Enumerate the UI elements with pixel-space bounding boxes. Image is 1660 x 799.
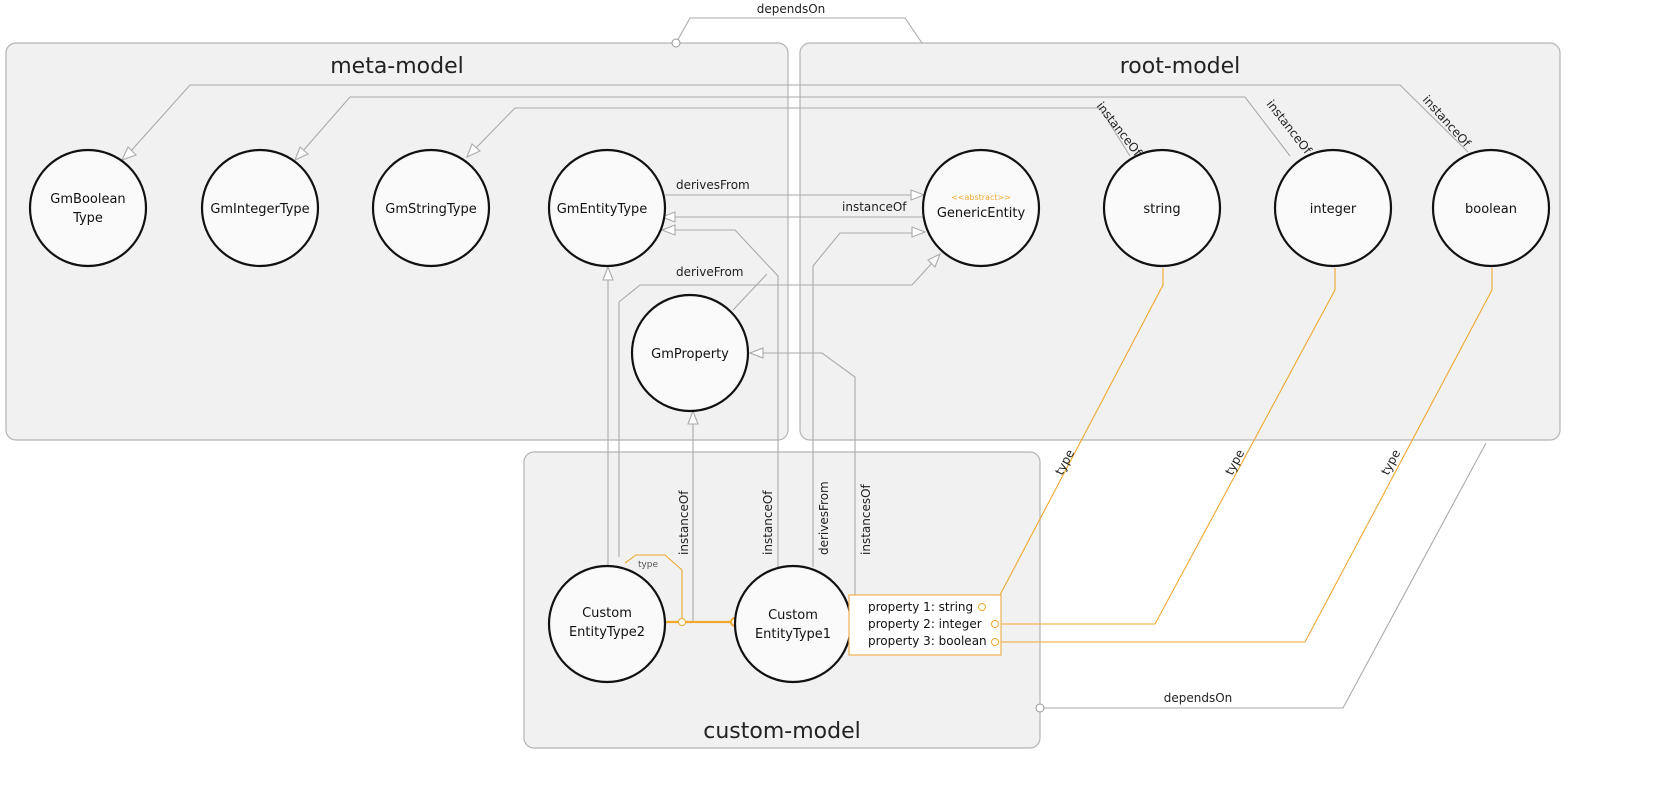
cet1-instance-of-edge [675,229,779,567]
gmproperty-link-edge [732,273,768,311]
custom-model-title: custom-model [703,719,860,744]
arrowhead [602,265,614,281]
node-gm-integer-type[interactable]: GmIntegerType [200,148,320,268]
root-model-title: root-model [1120,54,1241,79]
arrowhead [294,146,310,162]
node-custom-entity-type2[interactable]: Custom EntityType2 [547,564,667,684]
cet1-derives-from-label: derivesFrom [817,481,831,555]
svg-text:Type: Type [72,211,103,226]
node-gm-entity-type[interactable]: GmEntityType [547,148,667,268]
depends-on-bottom-edge [1044,442,1487,709]
abstract-stereotype: <<abstract>> [951,193,1011,202]
cet2-instance-of-label: instanceOf [677,490,691,555]
property-row: property 2: integer [868,617,982,631]
arrowhead [120,146,138,161]
node-gm-property[interactable]: GmProperty [630,293,750,413]
type-anchor [978,603,986,611]
svg-text:EntityType2: EntityType2 [569,625,645,640]
arrowhead [911,226,927,238]
depends-on-top-label: dependsOn [757,2,826,16]
svg-text:string: string [1143,202,1180,217]
cet1-derives-from-edge [812,232,912,567]
property-box[interactable]: property 1: string property 2: integer p… [848,594,1002,656]
arrowhead [660,211,676,223]
instances-of-edge [762,352,856,596]
integer-instance-of-edge [301,96,1291,157]
node-generic-entity[interactable]: <<abstract>> GenericEntity [921,148,1041,268]
svg-text:GmEntityType: GmEntityType [557,202,648,217]
arrowhead [687,409,699,425]
type-self-label: type [638,560,659,570]
cet1-instance-of-label: instanceOf [761,490,775,555]
type-anchor [678,618,686,626]
arrowhead [466,143,482,159]
derives-from-label: derivesFrom [676,178,750,192]
property-row: property 3: boolean [868,634,987,648]
svg-text:GmIntegerType: GmIntegerType [210,202,309,217]
type-self-edge [624,554,683,618]
svg-text:GenericEntity: GenericEntity [937,206,1026,221]
depends-on-bottom-label: dependsOn [1164,691,1233,705]
string-instance-of-edge [473,107,1131,157]
node-string[interactable]: string [1102,148,1222,268]
svg-text:Custom: Custom [768,608,818,623]
svg-text:EntityType1: EntityType1 [755,627,831,642]
node-gm-boolean-type[interactable]: GmBoolean Type [28,148,148,268]
svg-text:GmBoolean: GmBoolean [50,192,125,207]
arrowhead [748,347,764,359]
svg-text:boolean: boolean [1465,202,1517,217]
type-boolean-edge [999,268,1493,643]
instance-of-label: instanceOf [842,200,907,214]
type-integer-edge [999,268,1336,625]
type-anchor [991,638,999,646]
arrowhead [910,189,926,201]
depends-on-top-edge [675,17,923,44]
arrowhead [927,252,942,268]
node-integer[interactable]: integer [1273,148,1393,268]
node-custom-entity-type1[interactable]: Custom EntityType1 [733,564,853,684]
type-boolean-label: type [1378,447,1403,477]
depends-on-top-anchor [671,38,681,48]
svg-text:GmStringType: GmStringType [385,202,476,217]
type-anchor [991,620,999,628]
svg-text:integer: integer [1310,202,1357,217]
type-string-label: type [1052,447,1077,477]
instances-of-label: instancesOf [859,483,873,555]
boolean-instance-of-edge [129,84,1469,153]
property-row: property 1: string [868,600,973,614]
node-gm-string-type[interactable]: GmStringType [371,148,491,268]
arrowhead [660,224,676,236]
node-boolean[interactable]: boolean [1431,148,1551,268]
derive-from-label: deriveFrom [676,265,743,279]
meta-model-title: meta-model [330,54,464,79]
svg-text:GmProperty: GmProperty [651,347,729,362]
depends-on-bottom-anchor [1035,703,1045,713]
svg-text:Custom: Custom [582,606,632,621]
derive-from-edge [618,261,934,557]
type-integer-label: type [1222,447,1247,477]
